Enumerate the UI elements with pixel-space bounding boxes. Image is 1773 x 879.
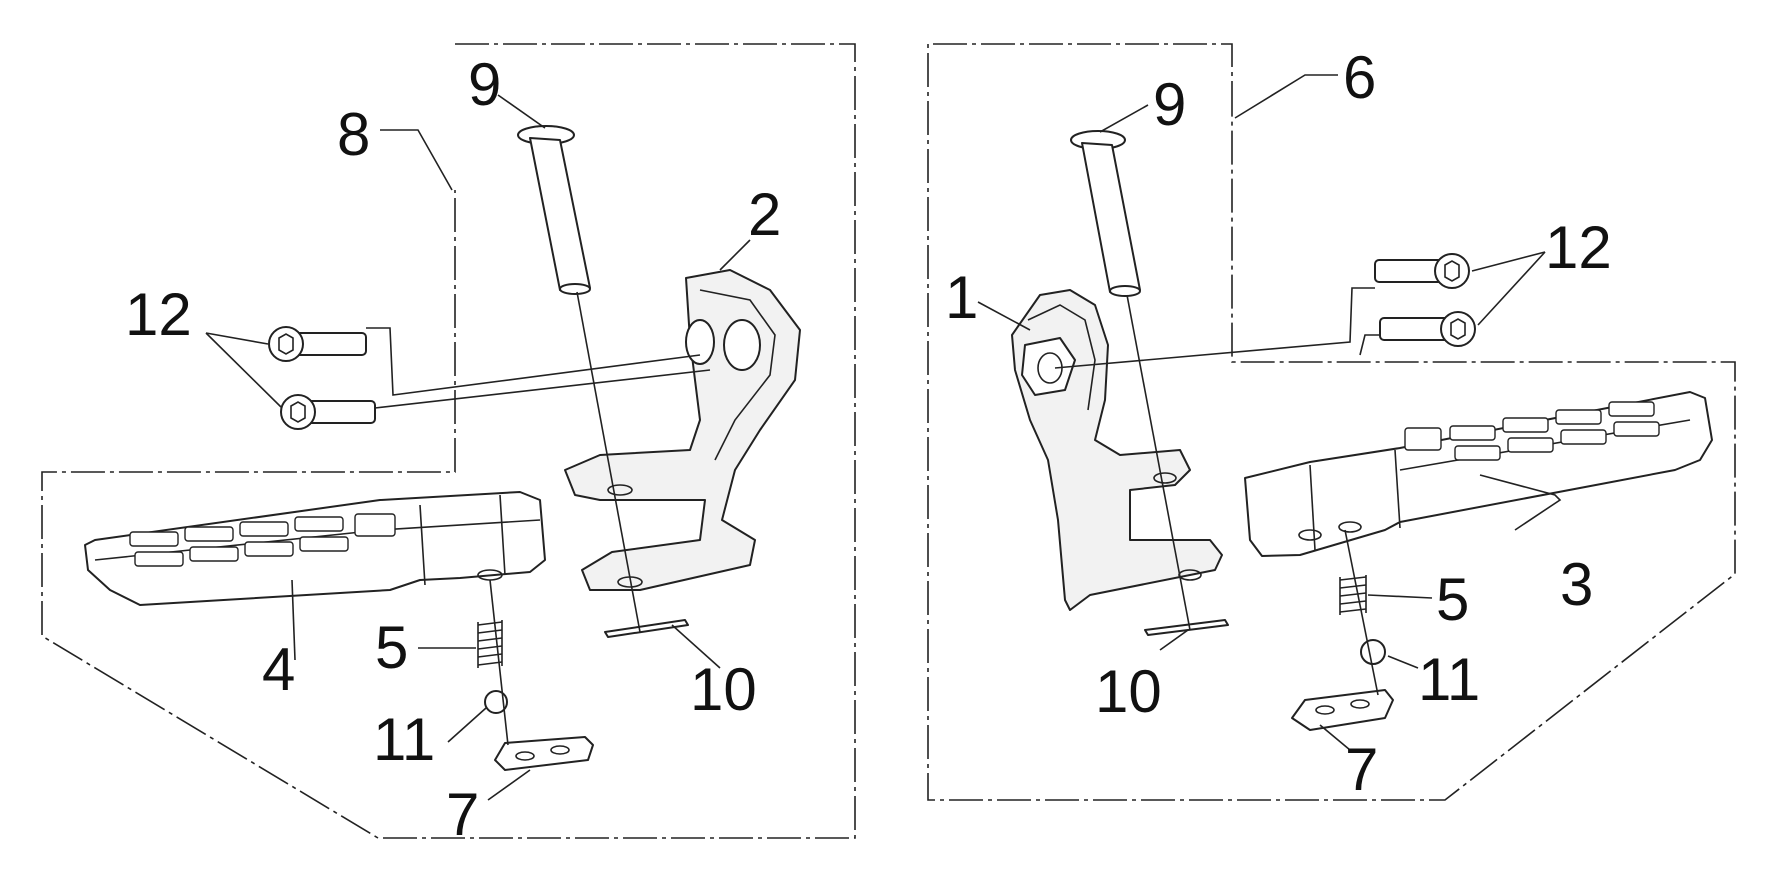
right-leader-9 [1099,104,1149,133]
left-bolt-lower [280,394,376,430]
right-callout-1: 1 [945,264,978,331]
right-callout-5: 5 [1436,566,1469,633]
left-bolt-upper [268,326,367,362]
right-leader-11 [1387,655,1419,669]
right-axis-spring [1344,529,1379,696]
left-plate [494,736,594,771]
left-footpeg-grip [129,513,396,567]
right-assembly: 6 9 12 1 5 3 11 10 7 [927,43,1736,803]
left-callout-4: 4 [262,636,295,703]
right-callout-11: 11 [1418,646,1480,713]
right-callout-7: 7 [1345,736,1378,803]
right-bolt-upper [1374,253,1470,289]
left-axis-spring [489,579,509,746]
right-callout-3: 3 [1560,551,1593,618]
left-leader-7 [487,769,531,801]
left-callout-9: 9 [468,51,501,118]
right-callout-12: 12 [1545,214,1612,281]
right-axis-bolts [1054,287,1380,369]
left-assembly: 8 9 2 12 4 5 10 11 7 [41,43,856,848]
left-cotter-pin [604,619,689,638]
left-leader-4 [291,579,296,661]
right-footpeg-grip [1404,401,1660,461]
left-ball [484,690,508,714]
left-callout-11: 11 [373,706,435,773]
right-spring [1339,575,1367,615]
right-bracket [1011,289,1223,611]
right-leader-12a [1471,251,1546,272]
right-callout-6: 6 [1343,44,1376,111]
right-leader-3 [1479,474,1562,531]
left-callout-2: 2 [748,181,781,248]
left-leader-10 [671,624,721,669]
left-leader-8 [380,129,453,191]
right-footpeg [1244,391,1713,557]
left-pin [517,125,591,295]
right-pin [1070,130,1141,297]
left-leader-11 [447,707,487,743]
right-leader-5 [1367,594,1433,599]
left-leader-9 [497,94,546,129]
right-ball [1360,639,1386,665]
right-leader-1 [977,301,1031,331]
left-leader-12a [205,332,269,345]
right-callout-9: 9 [1153,71,1186,138]
left-callout-12: 12 [125,281,192,348]
left-callout-10: 10 [690,656,757,723]
right-axis-pin [1126,294,1191,631]
right-callout-10: 10 [1095,658,1162,725]
left-axis-pin [576,291,641,633]
left-leader-12b [205,332,283,409]
right-leader-6 [1234,74,1338,119]
right-group-boundary [927,43,1736,801]
right-bolt-lower [1379,311,1476,347]
left-bracket [564,269,801,591]
left-footpeg [84,491,546,606]
left-group-boundary [41,43,856,839]
right-cotter-pin [1144,619,1229,636]
left-callout-8: 8 [337,101,370,168]
right-leader-10 [1159,629,1189,651]
left-callout-5: 5 [375,614,408,681]
right-plate [1291,689,1394,731]
left-callout-7: 7 [446,781,479,848]
left-spring [477,620,503,668]
right-leader-7 [1319,724,1351,751]
right-leader-12b [1477,251,1546,326]
left-axis-bolts [366,327,711,409]
left-leader-2 [719,239,751,271]
